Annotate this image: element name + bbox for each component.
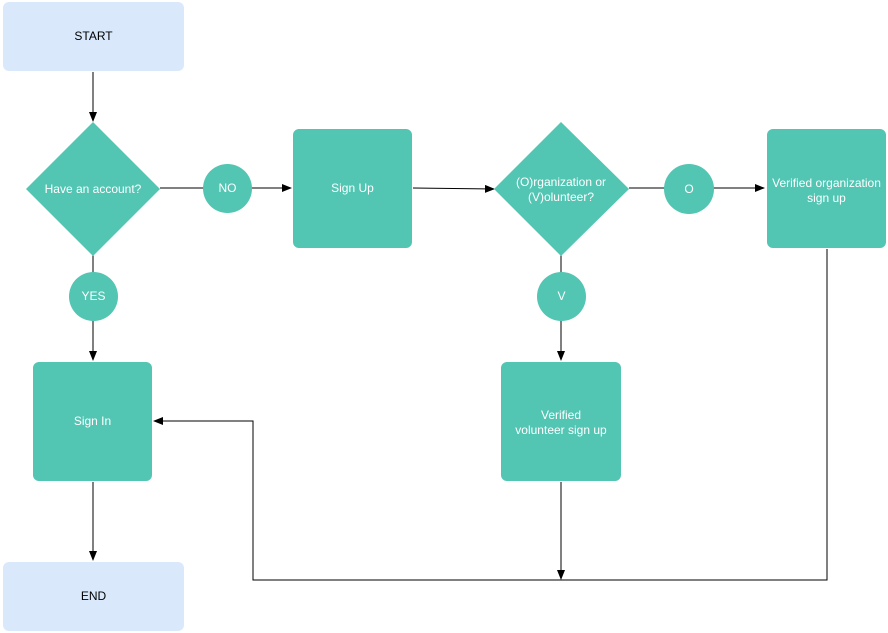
edge-label-no: NO bbox=[203, 164, 252, 213]
edge-label-o: O bbox=[664, 164, 714, 214]
end-node: END bbox=[3, 562, 184, 631]
edge-label-yes: YES bbox=[69, 272, 118, 321]
verified-volunteer-signup-box: Verified volunteer sign up bbox=[501, 362, 621, 481]
decision-have-account-shape bbox=[26, 122, 160, 256]
sign-in-box: Sign In bbox=[33, 362, 152, 481]
decision-have-account-label: Have an account? bbox=[44, 181, 142, 196]
edge-signup-to-orgvol bbox=[412, 184, 495, 193]
start-node: START bbox=[3, 2, 184, 71]
verified-organization-signup-box: Verified organization sign up bbox=[767, 129, 886, 248]
decision-org-or-vol-label: (O)rganization or (V)olunteer? bbox=[515, 175, 607, 204]
decision-org-or-vol-shape bbox=[494, 122, 629, 256]
sign-up-box: Sign Up bbox=[293, 129, 412, 248]
edge-verified-org-to-merge bbox=[153, 249, 828, 581]
edge-label-v: V bbox=[537, 272, 586, 321]
